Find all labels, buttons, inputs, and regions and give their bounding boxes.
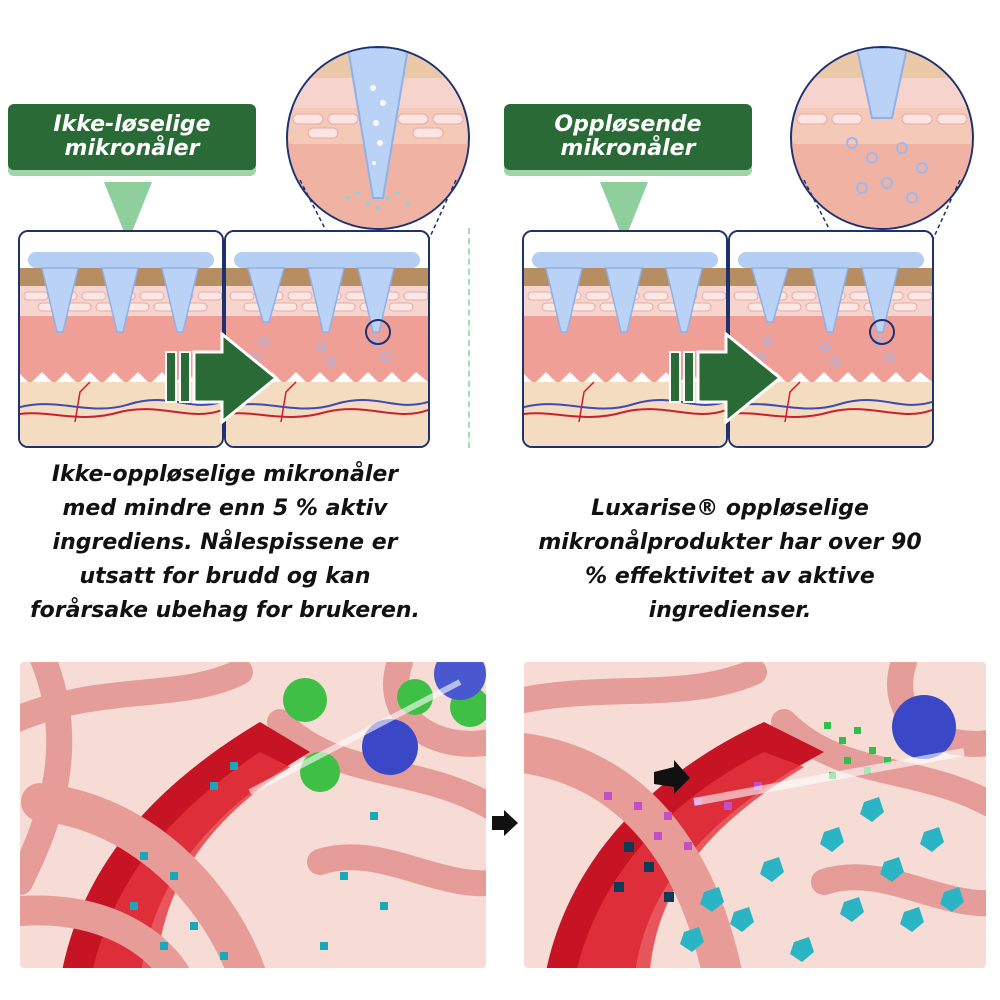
skin-layers-illustration — [20, 232, 222, 446]
comparison-arrow-icon — [492, 810, 518, 836]
left-caption-line: ingrediens. Nålespissene er — [52, 530, 398, 555]
left-label-line2: mikronåler — [64, 136, 200, 161]
left-caption: Ikke-oppløselige mikronåler med mindre e… — [0, 458, 450, 628]
left-vessel-svg — [20, 662, 486, 968]
right-label-line1: Oppløsende — [554, 112, 702, 137]
right-label-line2: mikronåler — [560, 136, 696, 161]
right-caption-line: mikronålprodukter har over 90 — [538, 530, 922, 555]
right-progress-arrow-icon — [669, 332, 783, 424]
left-caption-line: forårsake ubehag for brukeren. — [30, 598, 420, 623]
skin-layers-illustration — [730, 232, 932, 446]
left-label-line1: Ikke-løselige — [53, 112, 211, 137]
right-panel-before — [522, 230, 728, 448]
left-caption-line: med mindre enn 5 % aktiv — [62, 496, 388, 521]
left-caption-line: Ikke-oppløselige mikronåler — [51, 462, 399, 487]
right-caption-line: ingredienser. — [648, 598, 812, 623]
right-vessel-svg — [524, 662, 986, 968]
right-caption-line: % effektivitet av aktive — [585, 564, 875, 589]
skin-layers-illustration — [524, 232, 726, 446]
skin-layers-illustration — [226, 232, 428, 446]
center-divider — [468, 228, 470, 448]
left-caption-line: utsatt for brudd og kan — [79, 564, 371, 589]
left-vessel-illustration — [20, 662, 486, 968]
right-label-box: Oppløsende mikronåler — [504, 104, 752, 170]
right-vessel-illustration — [524, 662, 986, 968]
right-caption: Luxarise® oppløselige mikronålprodukter … — [500, 492, 960, 628]
left-panel-after — [224, 230, 430, 448]
left-progress-arrow-icon — [165, 332, 279, 424]
right-panel-after — [728, 230, 934, 448]
right-caption-line: Luxarise® oppløselige — [591, 496, 869, 521]
left-panel-before — [18, 230, 224, 448]
left-label-box: Ikke-løselige mikronåler — [8, 104, 256, 170]
